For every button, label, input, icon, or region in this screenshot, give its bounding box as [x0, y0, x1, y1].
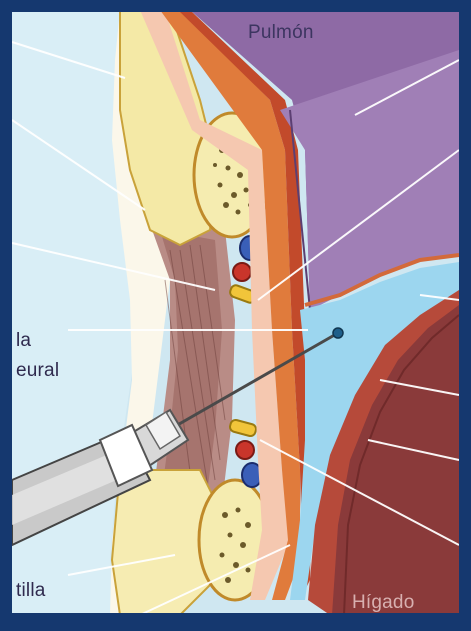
pleural-label-line2: eural — [16, 360, 59, 382]
liver-label: Hígado — [352, 592, 414, 614]
rib-label: tilla — [16, 580, 46, 602]
pleural-label-line1: la — [16, 330, 31, 352]
lung-label: Pulmón — [248, 22, 314, 44]
